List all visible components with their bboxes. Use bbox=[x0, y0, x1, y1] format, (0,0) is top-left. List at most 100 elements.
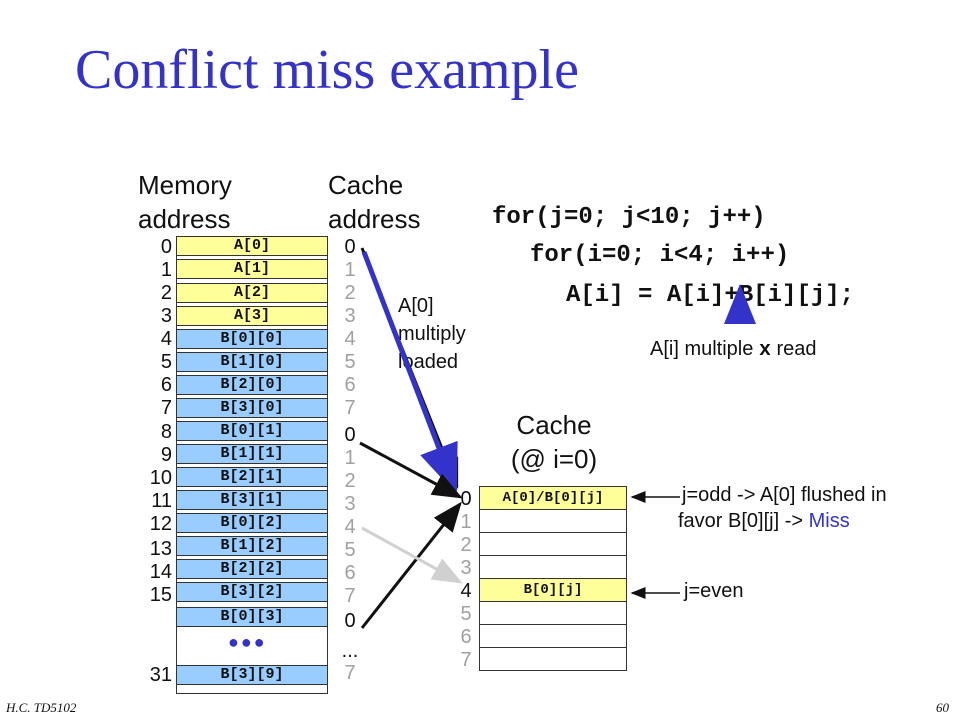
cache-header-line1: Cache bbox=[516, 410, 592, 440]
cache-index-number: 1 bbox=[460, 511, 472, 533]
cache-address-number: 6 bbox=[344, 374, 356, 396]
cache-index-number: 6 bbox=[460, 626, 472, 648]
miss-label: Miss bbox=[808, 510, 850, 532]
cache-address-number: 0 bbox=[344, 236, 356, 258]
memory-cell: A[3] bbox=[176, 306, 328, 326]
memory-address-number: 10 bbox=[149, 467, 172, 489]
loaded-annotation-line1: A[0] bbox=[398, 295, 434, 317]
memory-cell: B[2][1] bbox=[176, 467, 328, 487]
loaded-annotation: A[0] multiply loaded bbox=[398, 292, 466, 376]
arrow-a0-loaded bbox=[361, 251, 458, 495]
loaded-annotation-line3: loaded bbox=[398, 351, 459, 373]
cache-address-number: 2 bbox=[344, 470, 356, 492]
memory-address-header: Memory address bbox=[138, 168, 232, 236]
cache-line bbox=[479, 647, 627, 671]
read-annotation: A[i] multiple x read bbox=[650, 336, 817, 364]
footer-right: 60 bbox=[936, 700, 949, 715]
arrow-cache4 bbox=[361, 526, 463, 584]
code-line-3: A[i] = A[i]+B[i][j]; bbox=[566, 282, 855, 309]
memory-cell: B[1][0] bbox=[176, 352, 328, 372]
cache-header-line2: (@ i=0) bbox=[510, 444, 598, 474]
memory-address-number: 13 bbox=[149, 538, 172, 560]
memory-header-line1: Memory bbox=[138, 170, 232, 200]
cache-address-number: 5 bbox=[344, 351, 356, 373]
cache-address-header-line2: address bbox=[328, 204, 421, 234]
memory-header-line2: address bbox=[138, 204, 231, 234]
read-annotation-x: x bbox=[758, 339, 771, 362]
memory-cell: B[3][0] bbox=[176, 398, 328, 418]
memory-cell: B[0][2] bbox=[176, 513, 328, 533]
cache-address-number: ... bbox=[341, 640, 359, 662]
note-odd: j=odd -> A[0] flushed in favor B[0][j] -… bbox=[678, 482, 887, 534]
memory-address-number: 31 bbox=[149, 664, 172, 686]
cache-address-number: 4 bbox=[344, 516, 356, 538]
memory-cell: A[0] bbox=[176, 236, 328, 256]
cache-address-number: 7 bbox=[344, 397, 356, 419]
memory-cell: B[0][3] bbox=[176, 607, 328, 627]
cache-index-number: 4 bbox=[460, 580, 472, 602]
read-annotation-suffix: read bbox=[770, 338, 817, 360]
code-line-2: for(i=0; i<4; i++) bbox=[530, 242, 790, 269]
cache-address-header: Cache address bbox=[328, 168, 421, 236]
memory-cell: B[1][1] bbox=[176, 444, 328, 464]
memory-address-number: 7 bbox=[160, 397, 172, 419]
memory-address-number: 5 bbox=[160, 351, 172, 373]
memory-cell: B[2][0] bbox=[176, 375, 328, 395]
cache-header: Cache (@ i=0) bbox=[498, 408, 610, 476]
memory-address-number: 4 bbox=[160, 328, 172, 350]
memory-cell: B[3][1] bbox=[176, 490, 328, 510]
memory-ellipsis: ●●● bbox=[228, 632, 267, 652]
memory-address-number: 15 bbox=[149, 584, 172, 606]
cache-address-number: 3 bbox=[344, 493, 356, 515]
cache-index-number: 7 bbox=[460, 649, 472, 671]
memory-cell: A[1] bbox=[176, 259, 328, 279]
memory-address-number: 9 bbox=[160, 444, 172, 466]
cache-address-number: 6 bbox=[344, 562, 356, 584]
memory-address-number: 6 bbox=[160, 374, 172, 396]
memory-cell: B[0][0] bbox=[176, 329, 328, 349]
arrow-cache0-bottom bbox=[360, 501, 462, 629]
cache-address-number: 5 bbox=[344, 539, 356, 561]
cache-address-number: 0 bbox=[344, 424, 356, 446]
memory-address-number: 14 bbox=[149, 561, 172, 583]
cache-index-number: 0 bbox=[460, 488, 472, 510]
memory-cell: B[3][9] bbox=[176, 665, 328, 685]
memory-address-number: 2 bbox=[160, 282, 172, 304]
loaded-annotation-line2: multiply bbox=[398, 323, 466, 345]
cache-address-header-line1: Cache bbox=[328, 170, 404, 200]
memory-address-number: 3 bbox=[160, 305, 172, 327]
note-odd-line1: j=odd -> A[0] flushed in bbox=[682, 484, 887, 506]
note-odd-line2-prefix: favor B[0][j] -> bbox=[678, 510, 809, 532]
arrow-cache0-mid bbox=[359, 441, 463, 499]
cache-address-number: 1 bbox=[344, 259, 356, 281]
cache-address-number: 1 bbox=[344, 447, 356, 469]
footer-left: H.C. TD5102 bbox=[6, 700, 77, 715]
cache-address-number: 2 bbox=[344, 282, 356, 304]
memory-address-number: 1 bbox=[160, 259, 172, 281]
cache-address-number: 4 bbox=[344, 328, 356, 350]
cache-line: B[0][j] bbox=[479, 578, 627, 602]
memory-cell: B[3][2] bbox=[176, 582, 328, 602]
memory-address-number: 8 bbox=[160, 421, 172, 443]
cache-index-number: 3 bbox=[460, 557, 472, 579]
cache-address-number: 7 bbox=[344, 662, 356, 684]
note-even: j=even bbox=[684, 580, 744, 602]
note-odd-line2: favor B[0][j] -> Miss bbox=[678, 508, 887, 534]
read-annotation-prefix: A[i] multiple bbox=[650, 338, 759, 360]
cache-address-number: 0 bbox=[344, 610, 356, 632]
cache-index-number: 5 bbox=[460, 603, 472, 625]
code-line-1: for(j=0; j<10; j++) bbox=[492, 204, 766, 231]
page-title: Conflict miss example bbox=[75, 39, 579, 101]
cache-address-number: 3 bbox=[344, 305, 356, 327]
memory-cell: B[1][2] bbox=[176, 536, 328, 556]
memory-cell: B[0][1] bbox=[176, 421, 328, 441]
memory-cell: B[2][2] bbox=[176, 559, 328, 579]
cache-address-number: 7 bbox=[344, 585, 356, 607]
cache-line bbox=[479, 601, 627, 625]
memory-address-number: 11 bbox=[151, 490, 172, 512]
memory-address-number: 0 bbox=[160, 236, 172, 258]
memory-cell: A[2] bbox=[176, 283, 328, 303]
memory-address-number: 12 bbox=[149, 513, 172, 535]
cache-index-number: 2 bbox=[460, 534, 472, 556]
